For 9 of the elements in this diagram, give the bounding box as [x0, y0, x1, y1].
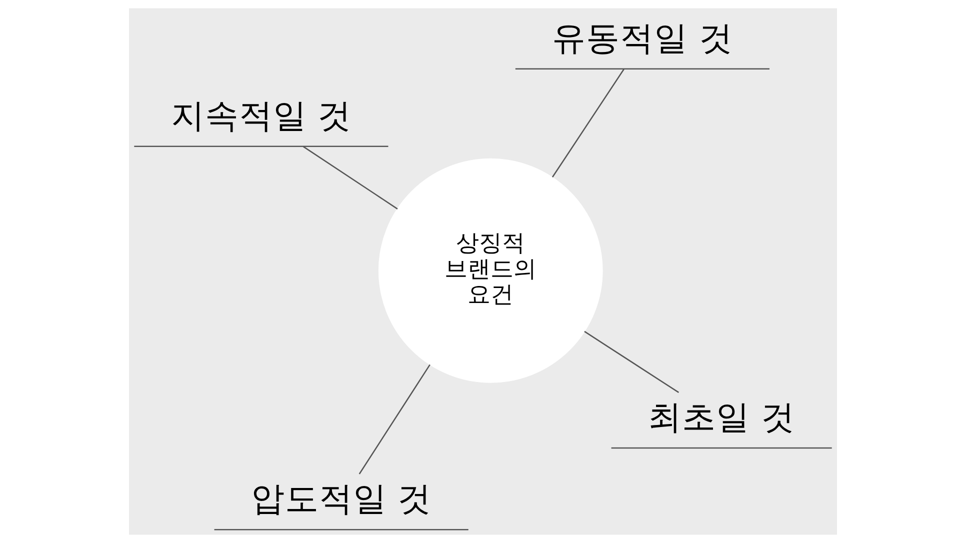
node-circle: 상징적 브랜드의 요건 — [378, 158, 603, 383]
node-text: 지속적일 것 — [170, 96, 352, 135]
connector — [302, 146, 398, 210]
node-text: 압도적일 것 — [251, 478, 432, 518]
node-text: 유동적일 것 — [552, 18, 733, 58]
connector — [358, 364, 430, 474]
node-text: 최초일 것 — [648, 397, 795, 436]
connector — [584, 330, 680, 394]
connector — [552, 68, 624, 178]
